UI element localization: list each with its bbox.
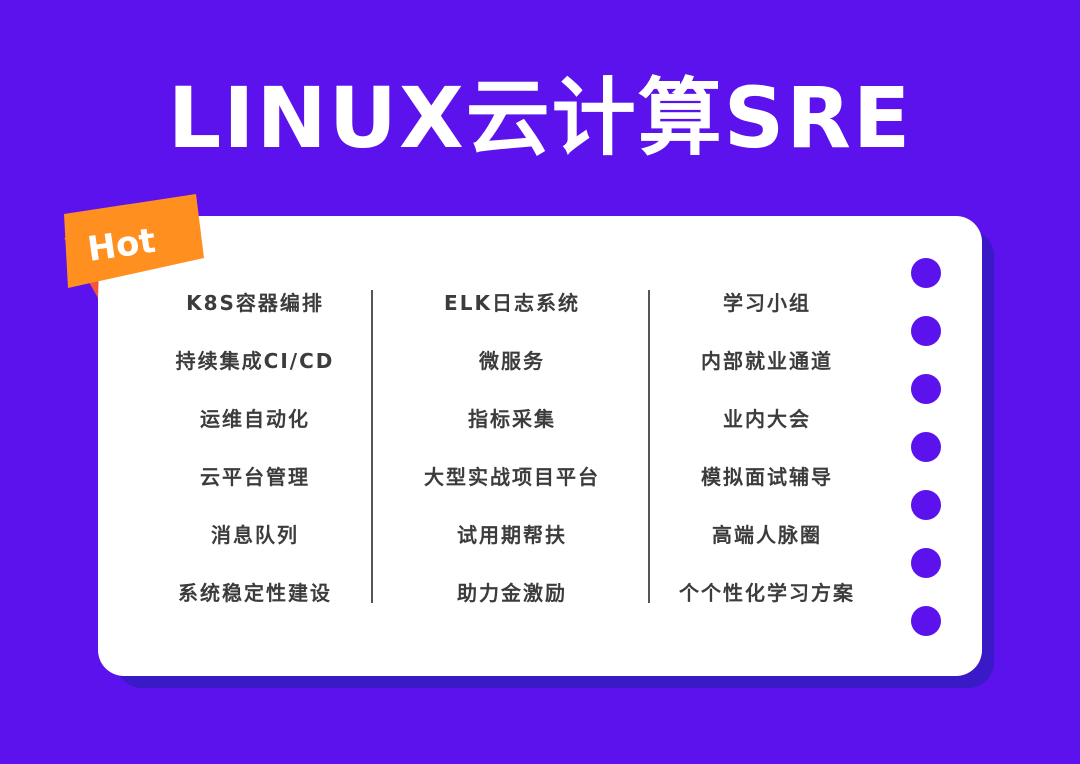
feature-item: 高端人脉圈 (712, 523, 822, 547)
binding-dot (911, 432, 941, 462)
feature-item: 持续集成CI/CD (175, 349, 335, 373)
column-divider (648, 290, 650, 603)
page-title: LINUX云计算SRE (167, 69, 913, 167)
hot-badge: Hot (64, 194, 204, 298)
feature-item: 学习小组 (723, 291, 811, 315)
feature-column-1: K8S容器编排 持续集成CI/CD 运维自动化 云平台管理 消息队列 系统稳定性… (125, 283, 385, 631)
feature-item: 大型实战项目平台 (424, 465, 600, 489)
binding-dot (911, 606, 941, 636)
binding-dot (911, 490, 941, 520)
hot-badge-body (64, 194, 204, 288)
feature-item: 模拟面试辅导 (701, 465, 833, 489)
feature-item: ELK日志系统 (444, 291, 580, 315)
binding-dot (911, 258, 941, 288)
feature-item: 个个性化学习方案 (679, 581, 855, 605)
binding-dot (911, 548, 941, 578)
binding-dot (911, 374, 941, 404)
feature-item: 云平台管理 (200, 465, 310, 489)
hot-badge-label: Hot (85, 221, 158, 270)
feature-item: K8S容器编排 (186, 291, 324, 315)
feature-item: 系统稳定性建设 (178, 581, 332, 605)
feature-item: 试用期帮扶 (457, 523, 567, 547)
binding-dot (911, 316, 941, 346)
feature-item: 指标采集 (468, 407, 556, 431)
feature-item: 微服务 (479, 349, 545, 373)
feature-column-2: ELK日志系统 微服务 指标采集 大型实战项目平台 试用期帮扶 助力金激励 (382, 283, 642, 631)
feature-item: 助力金激励 (457, 581, 567, 605)
feature-column-3: 学习小组 内部就业通道 业内大会 模拟面试辅导 高端人脉圈 个个性化学习方案 (637, 283, 897, 631)
feature-item: 消息队列 (211, 523, 299, 547)
binding-dots (911, 258, 941, 664)
feature-card (98, 216, 982, 676)
feature-item: 运维自动化 (200, 407, 310, 431)
column-divider (371, 290, 373, 603)
feature-item: 业内大会 (723, 407, 811, 431)
feature-item: 内部就业通道 (701, 349, 833, 373)
